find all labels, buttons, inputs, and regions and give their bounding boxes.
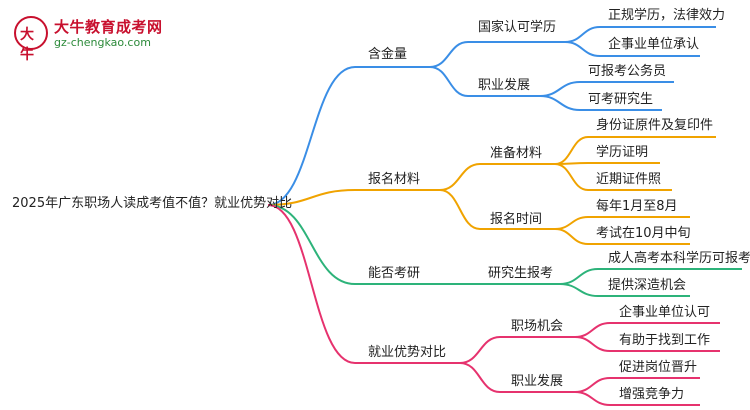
leaf-gangwei-jinsheng[interactable]: 促进岗位晋升: [619, 360, 698, 375]
root-topic[interactable]: 2025年广东职场人读成考值不值？就业优势对比: [12, 196, 293, 211]
link-b1c2-l1: [539, 81, 581, 97]
link-b2c2-l1: [554, 216, 589, 230]
link-b4c1-l2: [574, 336, 611, 352]
leaf-zhenggui-xueli[interactable]: 正规学历，法律效力: [608, 8, 726, 23]
leaf-jingzhengli[interactable]: 增强竞争力: [619, 387, 685, 402]
link-b4c2-l1: [574, 377, 611, 393]
logo-url: gz-chengkao.com: [54, 36, 151, 49]
link-root-b1: [267, 66, 356, 206]
node-yanjiusheng-baokao[interactable]: 研究生报考: [488, 266, 554, 281]
node-zhiye-fazhan-1[interactable]: 职业发展: [478, 78, 531, 93]
leaf-qishiye-renke[interactable]: 企事业单位认可: [619, 305, 711, 320]
link-b2-c1: [439, 163, 481, 191]
node-zhichang-jihui[interactable]: 职场机会: [511, 319, 564, 334]
link-b2c1-l1: [554, 136, 589, 165]
leaf-zhaodao-gongzuo[interactable]: 有助于找到工作: [619, 333, 711, 348]
link-b4c2-l2: [574, 391, 611, 406]
link-b2c2-l2: [554, 228, 589, 245]
leaf-shenzao-jihui[interactable]: 提供深造机会: [608, 278, 687, 293]
leaf-yanjiusheng[interactable]: 可考研究生: [588, 92, 654, 107]
leaf-shenfenzheng[interactable]: 身份证原件及复印件: [596, 118, 714, 133]
leaf-baoming-yuefen[interactable]: 每年1月至8月: [596, 199, 678, 214]
link-root-b3: [267, 204, 356, 285]
link-b1c1-l1: [564, 26, 601, 43]
leaf-qishiye-chengren[interactable]: 企事业单位承认: [608, 37, 700, 52]
link-b4-c1: [459, 336, 501, 364]
branch-jiuye-youshi[interactable]: 就业优势对比: [368, 345, 447, 360]
node-zhunbei-cailiao[interactable]: 准备材料: [490, 146, 543, 161]
link-root-b4: [267, 204, 356, 364]
link-b1-c1: [429, 41, 469, 68]
node-baoming-shijian[interactable]: 报名时间: [490, 212, 543, 227]
leaf-kaoshi-shijian[interactable]: 考试在10月中旬: [596, 226, 691, 241]
logo-mark-icon: 大牛: [14, 16, 48, 63]
link-b1c2-l2: [539, 95, 581, 111]
link-root-b2: [267, 189, 356, 206]
node-guojia-renke[interactable]: 国家认可学历: [478, 20, 557, 35]
link-b4c1-l1: [574, 322, 611, 338]
link-b4-c2: [459, 362, 501, 393]
logo-title: 大牛教育成考网: [54, 18, 163, 36]
node-zhiye-fazhan-2[interactable]: 职业发展: [511, 374, 564, 389]
link-b3c1-l2: [559, 283, 599, 297]
leaf-chengren-gaokao[interactable]: 成人高考本科学历可报考: [608, 251, 750, 266]
link-b2c1-l3: [554, 163, 589, 191]
link-b3c1-l1: [559, 268, 599, 285]
branch-baoming-cailiao[interactable]: 报名材料: [368, 172, 421, 187]
link-b2-c2: [439, 189, 481, 230]
leaf-gongwuyuan[interactable]: 可报考公务员: [588, 64, 667, 79]
site-logo[interactable]: 大牛 大牛教育成考网 gz-chengkao.com: [14, 14, 174, 63]
leaf-zhengjianzhao[interactable]: 近期证件照: [596, 172, 662, 187]
branch-nengfou-kaoyan[interactable]: 能否考研: [368, 266, 421, 281]
link-b1-c2: [429, 66, 469, 97]
link-b1c1-l2: [564, 41, 601, 57]
leaf-xueli-zhengming[interactable]: 学历证明: [596, 145, 649, 160]
branch-hanjinliang[interactable]: 含金量: [368, 47, 408, 62]
